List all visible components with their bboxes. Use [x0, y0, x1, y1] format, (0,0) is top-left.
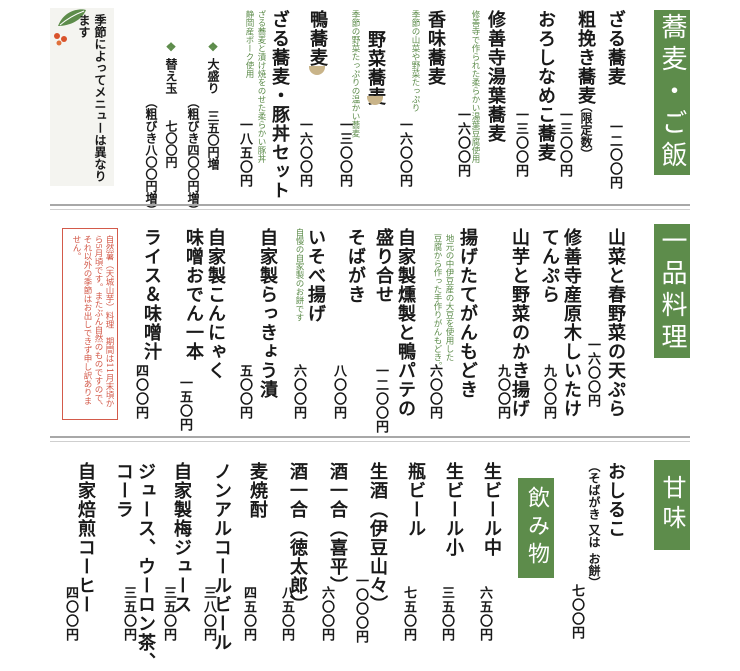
menu-item-name: おろしなめこ蕎麦 [535, 10, 556, 162]
drink-name: コーラ [113, 462, 134, 519]
menu-item-name: おしるこ [605, 462, 626, 538]
menu-item-name: 山芋と野菜のかき揚げ [509, 228, 530, 418]
extra-item-label: 大盛り [206, 58, 220, 95]
menu-item-sub: （そばがき 又は お餅） [587, 460, 601, 589]
section-tab-soba: 蕎麦・ご飯 [654, 10, 690, 175]
section-divider [50, 441, 690, 442]
menu-item-price: 一二〇〇円 [607, 120, 622, 190]
drink-price: 八五〇円 [279, 586, 294, 642]
berry-icon [52, 30, 72, 50]
menu-item-note: ざる蕎麦と漬け焼をのせた柔らかい豚丼 [256, 10, 266, 163]
menu-item-name: 自家製こんにゃく [205, 228, 226, 380]
section-tab-amami: 甘味 [654, 460, 690, 550]
menu-item-price: 一二〇〇円 [373, 364, 388, 434]
menu-item-price: 一六〇〇円 [585, 338, 600, 408]
section-tab-ippin: 一品料理 [654, 224, 690, 358]
drink-name: ジュース、ウーロン茶、 [135, 462, 156, 671]
menu-item-price: 一五〇円 [177, 376, 192, 432]
extra-item-name: ❖ 替え玉 [164, 40, 178, 94]
menu-item-note: 修善寺で作られた柔らかい湯葉豆腐使用 [470, 10, 480, 163]
section-divider [50, 204, 690, 206]
menu-item-price: 五〇〇円 [237, 364, 252, 420]
menu-item-note: 季節の野菜たっぷりの温かい蕎麦 [350, 10, 360, 138]
drink-name: 生ビール中 [481, 462, 502, 557]
menu-item-note: 季節の山菜や野菜たっぷり [410, 10, 420, 112]
drink-price: 三五〇円 [439, 586, 454, 642]
drink-price: 六五〇円 [477, 586, 492, 642]
leaf-icon [56, 6, 88, 28]
drink-name: 酒一合（喜平） [327, 462, 348, 595]
menu-item-name: 野菜蕎麦 [365, 30, 386, 106]
drink-name: 瓶ビール [405, 462, 426, 538]
drink-price: 三八〇円 [201, 586, 216, 642]
menu-item-name: ざる蕎麦・豚丼セット [269, 10, 290, 200]
drink-name: 自家焙煎コーヒー [75, 462, 96, 614]
section-divider [50, 436, 690, 438]
menu-item-name: 山菜と春野菜の天ぷら [605, 228, 626, 418]
menu-item-note: 豆腐から作った手作りがんもどき。 [432, 234, 442, 370]
menu-item-name: 香味蕎麦 [425, 10, 446, 86]
menu-item-name: ざる蕎麦 [605, 10, 626, 86]
extra-item-label: 替え玉 [164, 58, 178, 95]
drink-price: 四五〇円 [241, 586, 256, 642]
menu-item-name: 鴨蕎麦 [307, 10, 328, 67]
menu-item-name: 修善寺産原木しいたけ [561, 228, 582, 418]
menu-item-price: 一六〇〇円 [297, 118, 312, 188]
menu-item-name: てんぷら [539, 228, 560, 304]
menu-item-note: 静岡産ポーク使用 [244, 10, 254, 78]
section-divider [50, 209, 690, 210]
menu-item-name: そばがき [345, 228, 366, 304]
menu-item-price: 七〇〇円 [569, 584, 584, 640]
menu-item-note: 地元の中伊豆産の大豆を使用した [444, 234, 454, 362]
menu-item-name: いそべ揚げ [305, 228, 326, 323]
extra-item-name: ❖ 大盛り [206, 40, 220, 94]
drink-name: 酒一合（徳太郎） [287, 462, 308, 614]
menu-item-price: 六〇〇円 [291, 364, 306, 420]
menu-item-price: 一八五〇円 [237, 118, 252, 188]
menu-item-name: 自家製らっきょう漬 [257, 228, 278, 399]
menu-item-name: 盛り合せ [373, 228, 394, 304]
drink-price: 三五〇円 [161, 586, 176, 642]
drink-name: ノンアルコールビール [211, 462, 232, 652]
drink-price: 四〇〇円 [63, 586, 78, 642]
drink-price: 一〇〇〇円 [353, 574, 368, 644]
diamond-icon: ❖ [206, 40, 220, 54]
menu-item-name: 自家製燻製と鴨パテの [395, 228, 416, 418]
season-note-box [50, 8, 114, 186]
drink-price: 六〇〇円 [319, 586, 334, 642]
menu-item-name: 味噌おでん一本 [183, 228, 204, 361]
drink-name: 麦焼酎 [247, 462, 268, 519]
diamond-icon: ❖ [164, 40, 178, 54]
menu-item-price: 九〇〇円 [495, 364, 510, 420]
menu-item-price: 一三〇〇円 [513, 108, 528, 178]
menu-item-price: 四〇〇円 [133, 364, 148, 420]
section-tab-drinks: 飲み物 [518, 478, 554, 578]
menu-item-name: 揚げたてがんもどき [457, 228, 478, 399]
drink-price: 七五〇円 [401, 586, 416, 642]
notice-box: 自然薯（天城山芋）料理 期間は11月末頃から5月頃です。またぶん自然のものですの… [62, 228, 118, 420]
extra-item-price: 三五〇円増 [206, 110, 220, 170]
season-note: 季節によってメニューは異なります [77, 14, 107, 182]
menu-item-name: ライス＆味噌汁 [141, 228, 162, 361]
bowl-icon [309, 66, 325, 75]
drink-price: 三五〇円 [121, 586, 136, 642]
menu-item-price: 一六〇〇円 [397, 118, 412, 188]
bowl-icon [367, 96, 383, 105]
drink-name: 生ビール小 [443, 462, 464, 557]
menu-item-price: 六〇〇円 [427, 364, 442, 420]
menu-item-name: 修善寺湯葉蕎麦 [485, 10, 506, 143]
extra-item-price: 七〇〇円 [164, 120, 178, 168]
drink-name: 生酒（伊豆山々） [367, 462, 388, 614]
menu-item-note: 自慢の自家製のお餅です [294, 228, 304, 322]
menu-item-price: 九〇〇円 [541, 364, 556, 420]
menu-item-name: 粗挽き蕎麦 [575, 10, 596, 105]
menu-item-price: 一六〇〇円 [455, 108, 470, 178]
drink-name: 自家製梅ジュース [171, 462, 192, 614]
menu-item-price: 一三〇〇円 [557, 108, 572, 178]
menu-item-price: 八〇〇円 [331, 364, 346, 420]
extra-item-sub: （粗びき四〇〇円増） [186, 96, 200, 216]
extra-item-sub: （粗びき八〇〇円増） [144, 96, 158, 216]
menu-item-sub: （限定数） [579, 100, 593, 160]
menu-item-price: 一三〇〇円 [337, 118, 352, 188]
